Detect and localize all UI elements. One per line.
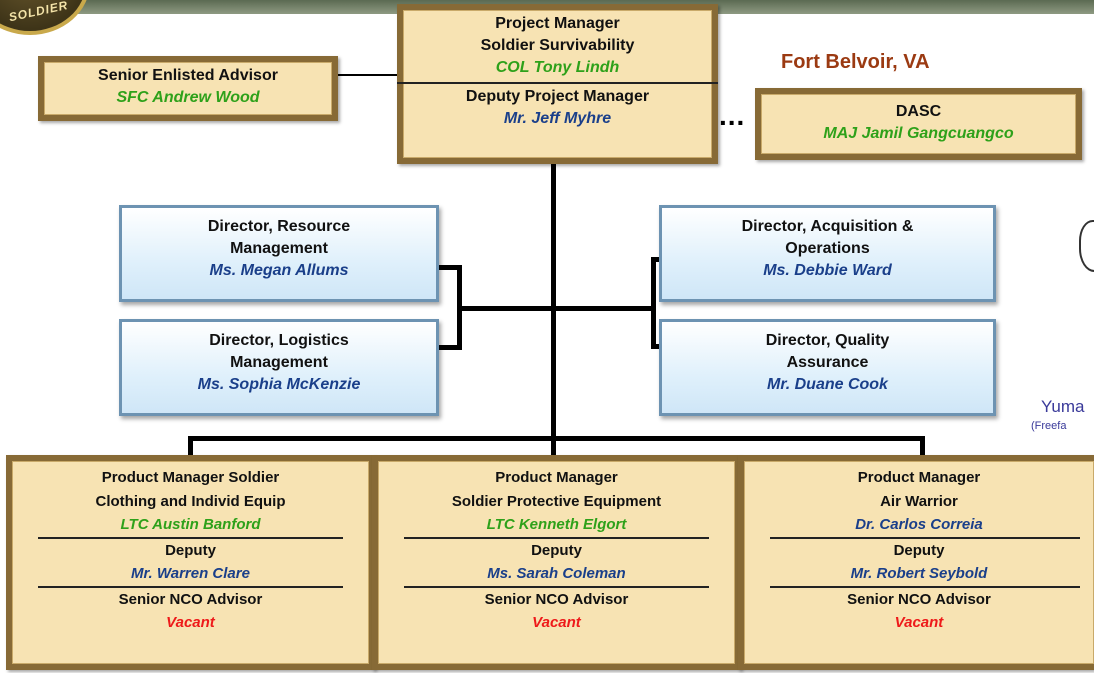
director-quality-line2: Assurance <box>786 354 869 371</box>
pm-divider <box>397 82 718 84</box>
connector-right-mid <box>626 306 656 311</box>
director-acquisition-name: Ms. Debbie Ward <box>763 262 892 279</box>
connector-center-bar <box>478 306 630 311</box>
director-quality-box: Director, Quality Assurance Mr. Duane Co… <box>659 319 996 416</box>
pm1-deputy-label: Deputy <box>165 541 216 559</box>
senior-enlisted-advisor-box: Senior Enlisted Advisor SFC Andrew Wood <box>38 56 338 121</box>
pm1-deputy-name: Mr. Warren Clare <box>131 565 250 582</box>
dasc-box: DASC MAJ Jamil Gangcuangco <box>755 88 1082 160</box>
pm-line2: Soldier Survivability <box>480 37 635 54</box>
pm3-name: Dr. Carlos Correia <box>855 516 983 533</box>
connector-left-drop <box>188 436 193 456</box>
connector-pm-sea <box>338 74 404 76</box>
pm3-line1: Product Manager <box>857 469 981 486</box>
pm1-divider-1 <box>38 536 343 539</box>
pm2-deputy-label: Deputy <box>531 541 582 559</box>
pm3-deputy-label: Deputy <box>893 541 945 559</box>
cropped-logo-fragment <box>1079 220 1094 272</box>
pm1-nco-label: Senior NCO Advisor <box>118 590 263 608</box>
connector-product-bar <box>188 436 925 441</box>
yuma-sublabel: (Freefa <box>1031 420 1067 432</box>
director-acquisition-line1: Director, Acquisition & <box>741 218 914 235</box>
director-logistics-name: Ms. Sophia McKenzie <box>197 376 361 393</box>
pm-line1: Project Manager <box>495 15 620 32</box>
connector-left-bottom-tick <box>438 345 462 350</box>
deputy-pm-name: Mr. Jeff Myhre <box>503 110 612 127</box>
pm2-line1: Product Manager <box>495 469 618 486</box>
product-manager-box-1: Product Manager Soldier Clothing and Ind… <box>6 455 375 670</box>
pm2-nco-name: Vacant <box>532 614 581 631</box>
director-quality-name: Mr. Duane Cook <box>767 376 888 393</box>
sea-title: Senior Enlisted Advisor <box>98 67 278 84</box>
connector-left-mid <box>457 306 482 311</box>
product-manager-box-2: Product Manager Soldier Protective Equip… <box>372 455 741 670</box>
director-quality-line1: Director, Quality <box>765 332 890 349</box>
pm1-name: LTC Austin Banford <box>120 516 261 533</box>
ellipsis-connector: ... <box>719 100 746 131</box>
pm2-nco-label: Senior NCO Advisor <box>484 590 629 608</box>
pm1-divider-2 <box>38 585 343 588</box>
pm3-nco-name: Vacant <box>894 614 944 631</box>
sea-name: SFC Andrew Wood <box>116 89 260 106</box>
pm1-line1: Product Manager Soldier <box>101 469 280 486</box>
soldier-emblem-logo: SOLDIER <box>0 0 90 35</box>
pm-name: COL Tony Lindh <box>495 59 620 76</box>
director-logistics-line1: Director, Logistics <box>209 332 349 349</box>
dasc-name: MAJ Jamil Gangcuangco <box>823 125 1014 142</box>
dasc-title: DASC <box>895 103 942 120</box>
director-resource-box: Director, Resource Management Ms. Megan … <box>119 205 439 302</box>
pm2-deputy-name: Ms. Sarah Coleman <box>487 565 626 582</box>
location-label: Fort Belvoir, VA <box>781 51 930 73</box>
pm2-line2: Soldier Protective Equipment <box>451 492 662 510</box>
product-manager-box-3: Product Manager Air Warrior Dr. Carlos C… <box>738 455 1094 670</box>
pm3-divider-1 <box>770 536 1080 539</box>
connector-right-drop <box>920 436 925 456</box>
pm3-divider-2 <box>770 585 1080 588</box>
pm1-nco-name: Vacant <box>166 614 215 631</box>
yuma-label: Yuma <box>1041 397 1085 416</box>
project-manager-box: Project Manager Soldier Survivability CO… <box>397 4 718 164</box>
connector-right-bracket <box>651 257 656 349</box>
director-logistics-box: Director, Logistics Management Ms. Sophi… <box>119 319 439 416</box>
pm2-divider-2 <box>404 585 709 588</box>
connector-left-top-tick <box>438 265 462 270</box>
pm3-line2: Air Warrior <box>880 492 958 510</box>
director-resource-name: Ms. Megan Allums <box>209 262 349 279</box>
pm1-line2: Clothing and Individ Equip <box>95 492 286 510</box>
pm3-nco-label: Senior NCO Advisor <box>847 590 991 608</box>
director-resource-line1: Director, Resource <box>207 218 351 235</box>
pm2-divider-1 <box>404 536 709 539</box>
director-logistics-line2: Management <box>230 354 328 371</box>
director-acquisition-line2: Operations <box>785 240 870 257</box>
connector-trunk <box>551 160 556 465</box>
deputy-pm-title: Deputy Project Manager <box>465 88 650 105</box>
director-acquisition-box: Director, Acquisition & Operations Ms. D… <box>659 205 996 302</box>
emblem-text: SOLDIER <box>7 0 70 25</box>
director-resource-line2: Management <box>230 240 328 257</box>
pm2-name: LTC Kenneth Elgort <box>486 516 627 533</box>
pm3-deputy-name: Mr. Robert Seybold <box>850 565 988 582</box>
